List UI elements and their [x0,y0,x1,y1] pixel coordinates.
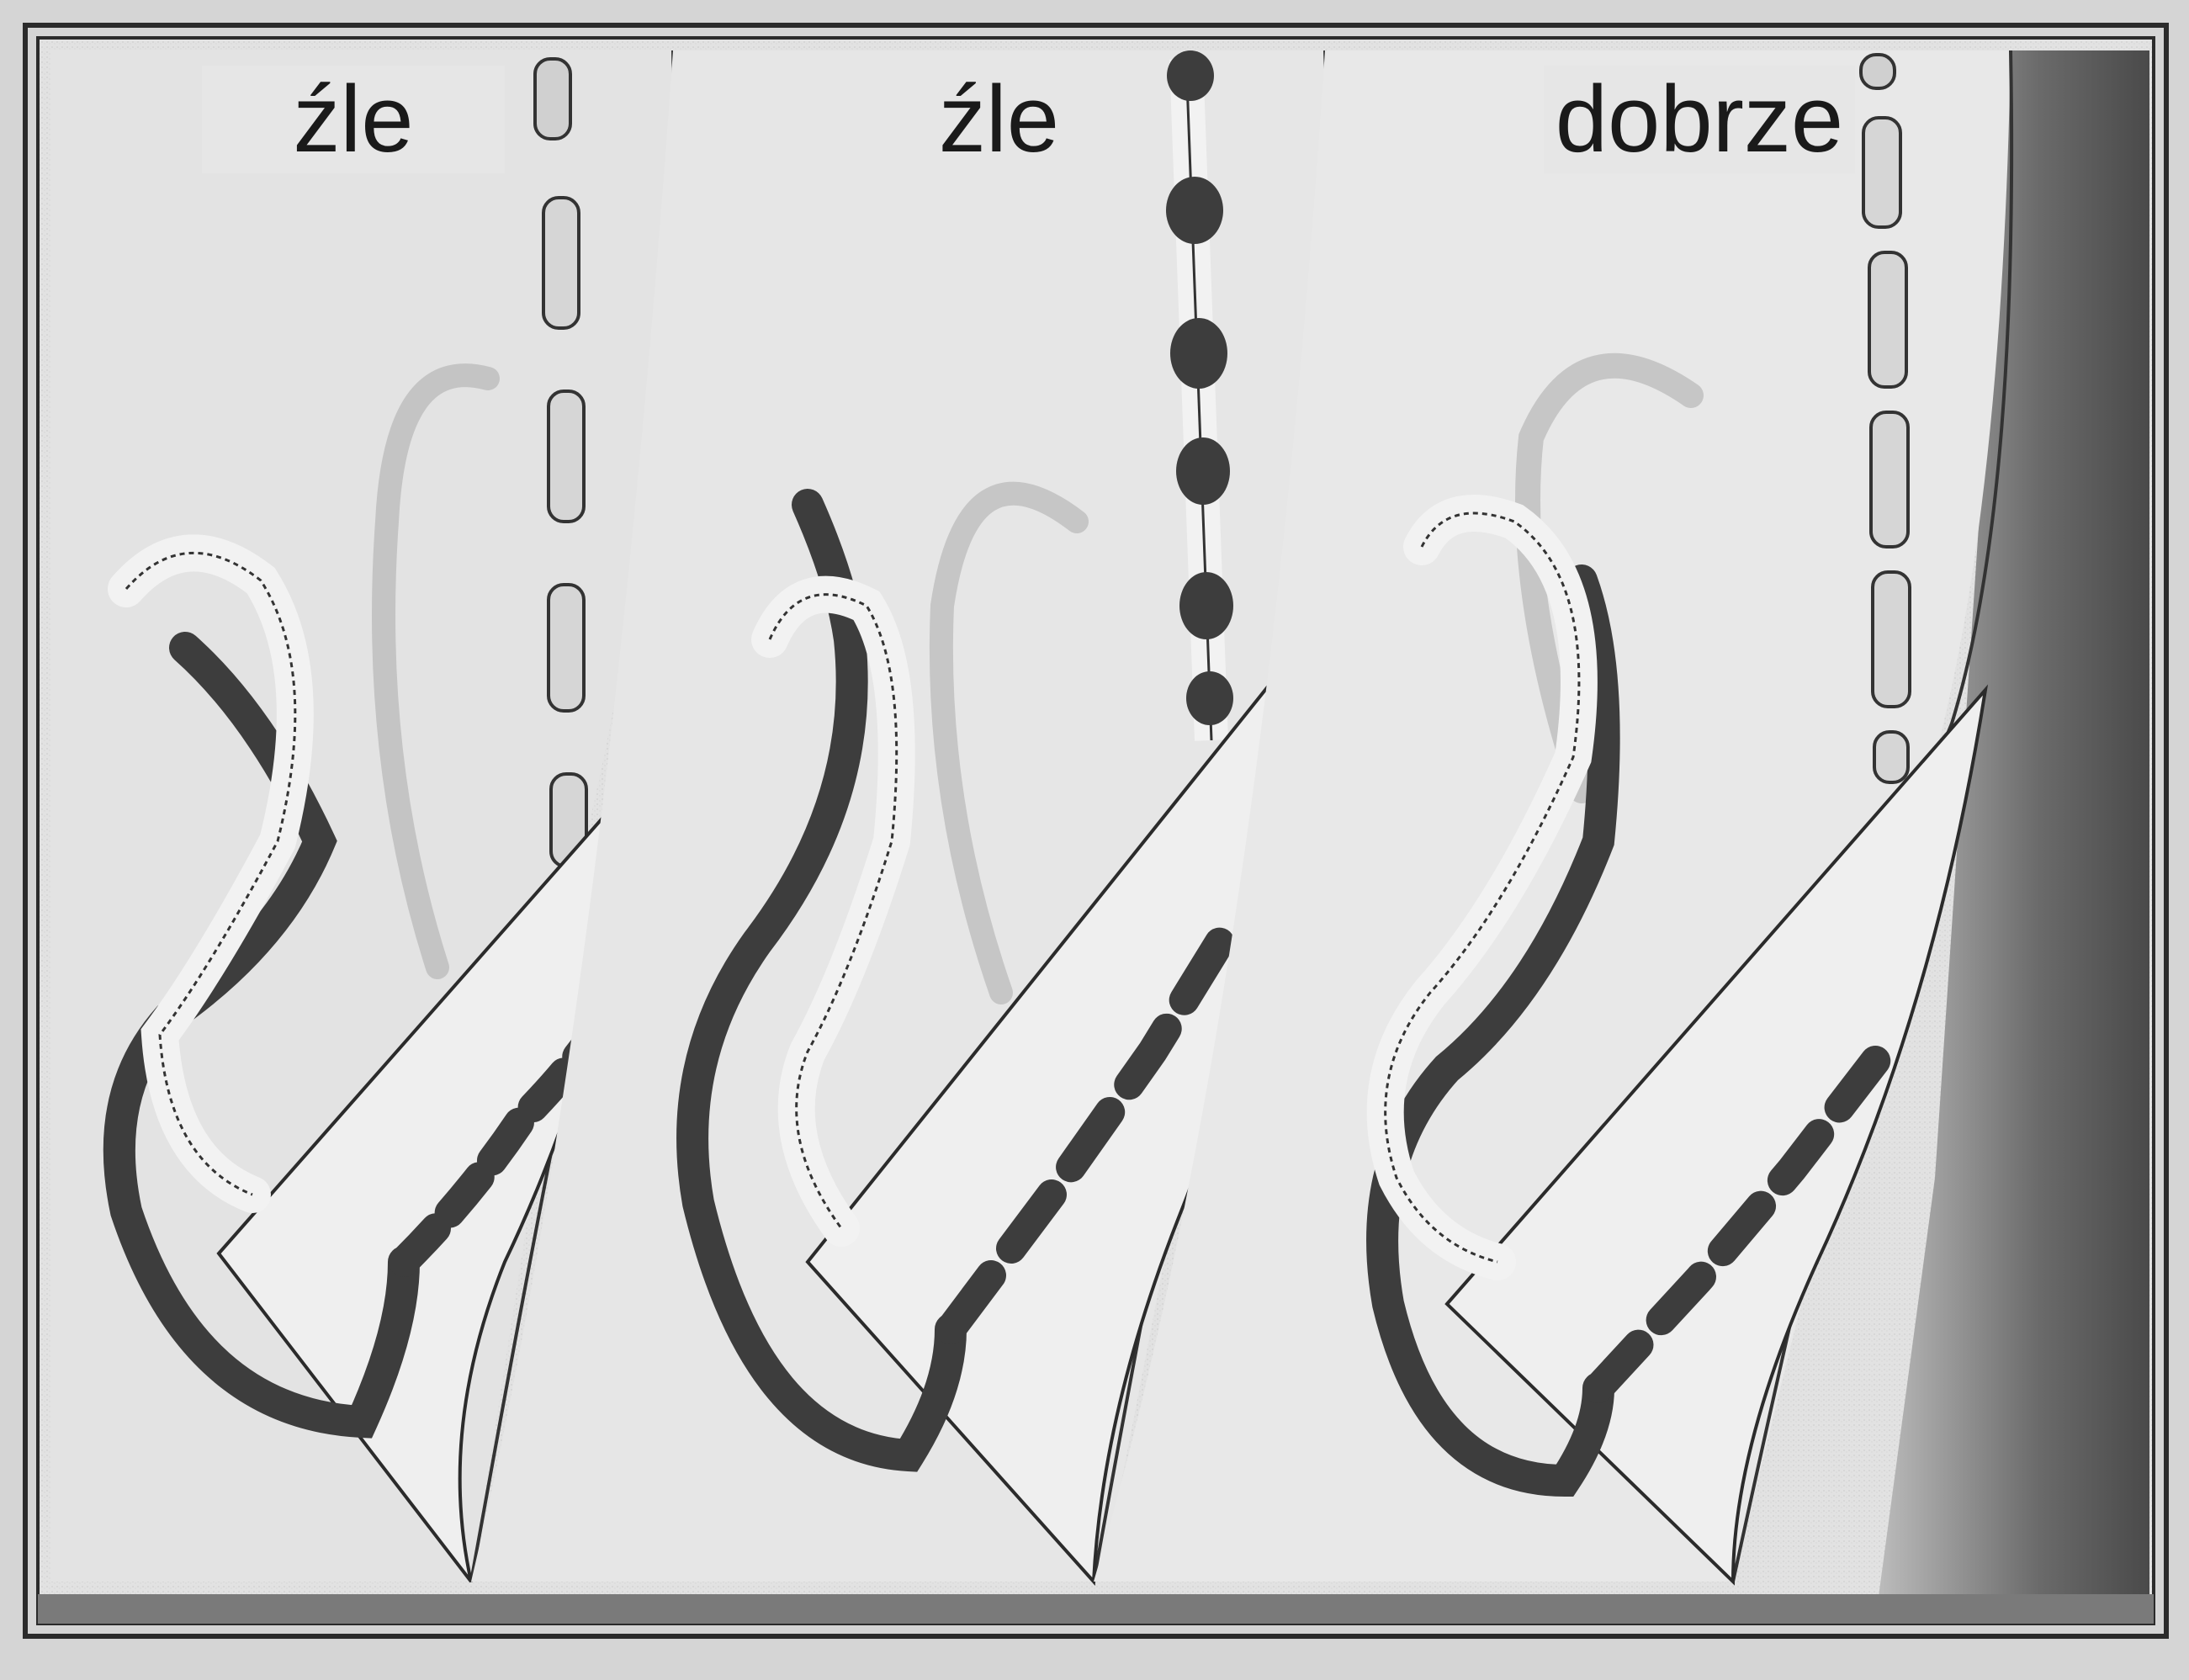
panel-2-label: źle [854,66,1144,173]
panel-3-label: dobrze [1544,66,1855,173]
floor-shadow [38,1594,2154,1624]
panel-1-label: źle [202,66,505,173]
